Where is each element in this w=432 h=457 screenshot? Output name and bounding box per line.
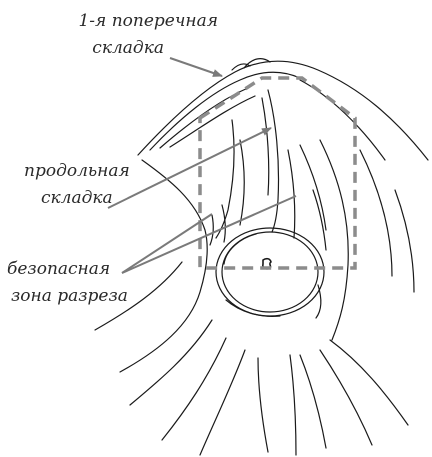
transverse-fold-label-line2: складка <box>50 37 164 59</box>
longitudinal-fold-label-line2: складка <box>41 187 113 209</box>
safe-zone-outline <box>200 78 355 268</box>
longitudinal-fold-arrow <box>108 128 271 208</box>
safe-zone-label-line2: зона разреза <box>11 285 128 307</box>
transverse-fold-label-line1: 1-я поперечная <box>50 10 218 32</box>
safe-zone-label-line1: безопасная <box>7 258 110 280</box>
longitudinal-fold-label-line1: продольная <box>24 160 130 182</box>
transverse-fold-arrow <box>170 58 222 76</box>
safe-zone-arrow-2 <box>122 196 296 273</box>
